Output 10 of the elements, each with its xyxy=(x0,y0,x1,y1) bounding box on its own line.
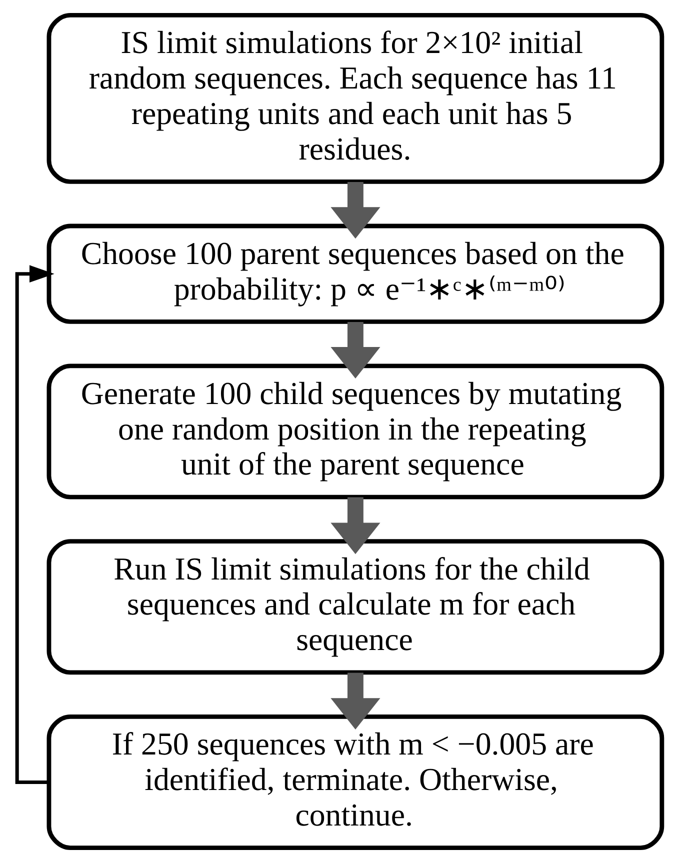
node-box: Choose 100 parent sequences based on the probability: p ∝ e⁻¹∗ᶜ∗⁽ᵐ⁻ᵐ⁰⁾ xyxy=(46,224,664,324)
arrow xyxy=(330,672,380,730)
arrow xyxy=(14,265,54,784)
arrow xyxy=(330,182,380,239)
node-box: Run IS limit simulations for the child sequences and calculate m for each sequence xyxy=(46,539,664,675)
arrow xyxy=(330,497,380,554)
node-box: Generate 100 child sequences by mutating one random position in the repeating unit of the parent sequence xyxy=(46,364,664,500)
node-box: IS limit simulations for 2×10² initial random sequences. Each sequence has 11 repeating units and each unit has 5 residues. xyxy=(46,12,664,184)
node-box: If 250 sequences with m < −0.005 are identified, terminate. Otherwise, continue. xyxy=(46,714,664,850)
arrow xyxy=(330,322,380,379)
